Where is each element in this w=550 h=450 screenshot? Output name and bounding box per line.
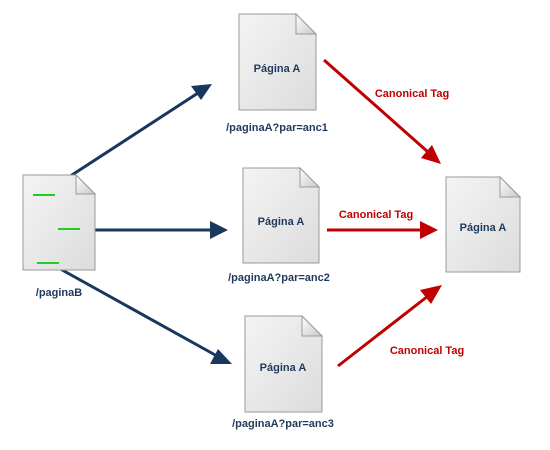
document-icon <box>238 12 318 111</box>
variant-title: Página A <box>254 63 301 75</box>
link-arrows <box>54 84 232 364</box>
target-title: Página A <box>460 222 507 234</box>
source-url-label: /paginaB <box>36 287 83 299</box>
variant-url-label: /paginaA?par=anc1 <box>226 122 328 134</box>
canonical-arrow-3 <box>337 285 442 368</box>
variant-page-1: Página A /paginaA?par=anc1 <box>226 12 328 134</box>
link-arrow-3 <box>54 264 232 364</box>
variant-url-label: /paginaA?par=anc2 <box>228 272 330 284</box>
canonical-tag-label-3: Canonical Tag <box>390 345 464 357</box>
link-arrow-1 <box>54 84 212 188</box>
canonical-target-page: Página A <box>445 175 522 273</box>
canonical-arrow-2 <box>327 221 438 239</box>
canonical-tag-label-2: Canonical Tag <box>339 209 413 221</box>
document-icon <box>244 314 324 413</box>
canonical-arrows <box>323 58 442 368</box>
canonical-arrow-1 <box>323 58 441 164</box>
source-page: /paginaB <box>22 173 97 299</box>
variant-page-2: Página A /paginaA?par=anc2 <box>228 166 330 284</box>
variant-title: Página A <box>260 362 307 374</box>
document-icon <box>242 166 321 264</box>
link-arrow-2 <box>92 221 228 239</box>
document-icon <box>445 175 522 273</box>
variant-url-label: /paginaA?par=anc3 <box>232 418 334 430</box>
variant-title: Página A <box>258 216 305 228</box>
variant-page-3: Página A /paginaA?par=anc3 <box>232 314 334 430</box>
document-with-links-icon <box>22 173 97 271</box>
canonical-tag-label-1: Canonical Tag <box>375 88 449 100</box>
